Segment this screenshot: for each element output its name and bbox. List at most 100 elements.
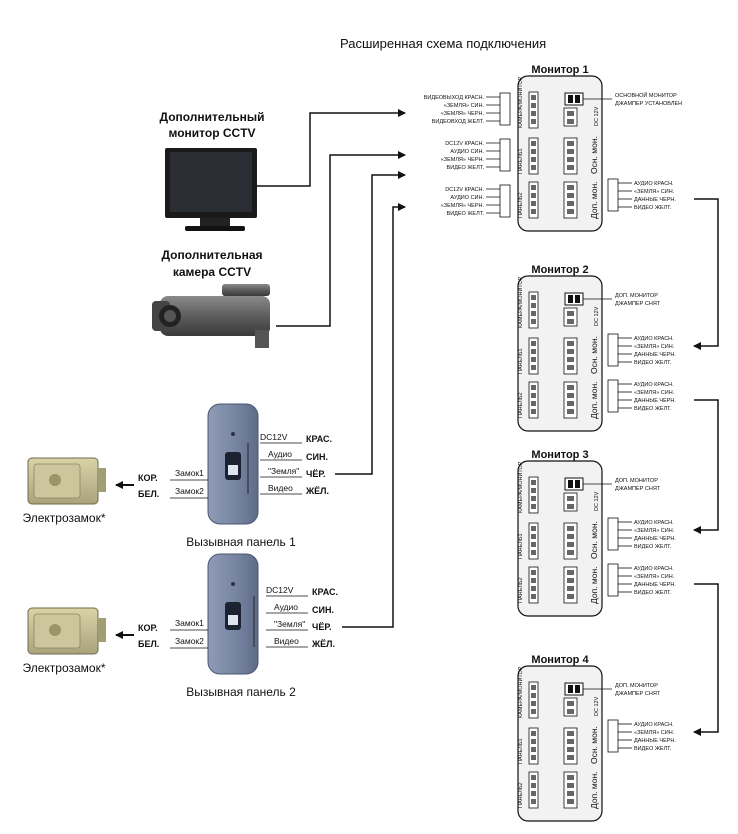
main-mon-label: Осн. мон. (589, 336, 599, 374)
extra-monitor-image (165, 148, 257, 231)
monitor1-inputs: ВИДЕОВЫХОД КРАСН. «ЗЕМЛЯ» СИН. «ЗЕМЛЯ» Ч… (424, 92, 511, 218)
lock-color-label: БЕЛ. (138, 639, 159, 649)
wire-labels-4: АУДИО КРАСН.«ЗЕМЛЯ» СИН.ДАННЫЕ ЧЕРН.ВИДЕ… (607, 517, 676, 551)
wire-label: АУДИО КРАСН. (634, 382, 674, 388)
panel-wire-label: "Земля" (274, 619, 305, 629)
panel-wire-color: КРАС. (312, 587, 338, 597)
board-label: ПАНЕЛЬ2 (518, 782, 524, 808)
panel-wire-label: DC12V (266, 585, 294, 595)
lock-color-label: КОР. (138, 473, 158, 483)
wire-label: «ЗЕМЛЯ» СИН. (634, 189, 675, 195)
extra-mon-label: Доп. мон. (589, 381, 599, 419)
jumper-label: ДЖАМПЕР СНЯТ (615, 691, 661, 697)
wire-labels-3: АУДИО КРАСН.«ЗЕМЛЯ» СИН.ДАННЫЕ ЧЕРН.ВИДЕ… (607, 379, 676, 413)
board-label: ПАНЕЛЬ1 (518, 738, 524, 764)
jumper-label: ОСНОВНОЙ МОНИТОР (615, 91, 677, 99)
monitor-1: Монитор 1 ОСНОВНОЙ МОНИТОР ДЖАМПЕР УСТАНОВ… (517, 64, 682, 232)
panel-caption: Вызывная панель 2 (186, 685, 296, 699)
board-label: КАМЕРА/МОНИТОР (518, 461, 524, 513)
board-label: ПАНЕЛЬ2 (518, 392, 524, 418)
panel-wire-color: ЖЁЛ. (305, 486, 329, 496)
dc12v-label: DC 12V (594, 696, 600, 716)
jumper-label: ДЖАМПЕР СНЯТ (615, 301, 661, 307)
jumper-label: ДЖАМПЕР СНЯТ (615, 486, 661, 492)
panel-wire-label: Видео (268, 483, 293, 493)
panel-wire-color: СИН. (312, 605, 334, 615)
wire-label: ВИДЕО ЖЕЛТ. (634, 205, 672, 211)
board-label: ПАНЕЛЬ2 (518, 192, 524, 218)
extra-camera-image (152, 284, 270, 348)
wire-label: «ЗЕМЛЯ» СИН. (634, 730, 675, 736)
jumper-label: ДЖАМПЕР УСТАНОВЛЕН (615, 101, 682, 107)
wire-label: АУДИО КРАСН. (634, 181, 674, 187)
panel-wire-color: ЧЁР. (306, 469, 326, 479)
panel-wire-label: DC12V (260, 432, 288, 442)
extra-mon-label: Доп. мон. (589, 566, 599, 604)
wire-label: «ЗЕМЛЯ» СИН. (634, 528, 675, 534)
wire-labels-5: АУДИО КРАСН.«ЗЕМЛЯ» СИН.ДАННЫЕ ЧЕРН.ВИДЕ… (607, 563, 676, 597)
wire-label: ДАННЫЕ ЧЕРН. (634, 582, 676, 588)
svg-text:ВИДЕОВЫХОД КРАСН.: ВИДЕОВЫХОД КРАСН. (424, 95, 485, 101)
extra-monitor-label-2: монитор CCTV (168, 126, 255, 140)
wire-label: ДАННЫЕ ЧЕРН. (634, 536, 676, 542)
wire-labels-6: АУДИО КРАСН.«ЗЕМЛЯ» СИН.ДАННЫЕ ЧЕРН.ВИДЕ… (607, 719, 676, 753)
wire-label: ВИДЕО ЖЕЛТ. (634, 360, 672, 366)
svg-text:ВИДЕОВХОД ЖЕЛТ.: ВИДЕОВХОД ЖЕЛТ. (432, 119, 485, 125)
main-mon-label: Осн. мон. (589, 136, 599, 174)
board-label: КАМЕРА/МОНИТОР (518, 276, 524, 328)
main-mon-label: Осн. мон. (589, 521, 599, 559)
board-label: ПАНЕЛЬ1 (518, 348, 524, 374)
svg-text:«ЗЕМЛЯ» ЧЕРН.: «ЗЕМЛЯ» ЧЕРН. (441, 203, 485, 209)
jumper-label: ДОП. МОНИТОР (615, 478, 658, 484)
wire-label: «ЗЕМЛЯ» СИН. (634, 574, 675, 580)
monitor-title: Монитор 2 (531, 264, 588, 276)
dc12v-label: DC 12V (594, 491, 600, 511)
lock-color-label: БЕЛ. (138, 489, 159, 499)
svg-text:«ЗЕМЛЯ» ЧЕРН.: «ЗЕМЛЯ» ЧЕРН. (441, 157, 485, 163)
dc12v-label: DC 12V (594, 106, 600, 126)
dc12v-label: DC 12V (594, 306, 600, 326)
svg-text:ВИДЕО ЖЕЛТ.: ВИДЕО ЖЕЛТ. (447, 211, 485, 217)
wire-label: «ЗЕМЛЯ» СИН. (634, 344, 675, 350)
wire-label: АУДИО КРАСН. (634, 336, 674, 342)
wire-labels-1: АУДИО КРАСН. «ЗЕМЛЯ» СИН. ДАННЫЕ ЧЕРН. ВИДЕ… (607, 178, 676, 212)
monitor-title: Монитор 1 (531, 64, 588, 76)
jumper-label: ДОП. МОНИТОР (615, 683, 658, 689)
extra-monitor-label-1: Дополнительный (160, 110, 265, 124)
extra-mon-label: Доп. мон. (589, 771, 599, 809)
svg-text:ВИДЕО ЖЕЛТ.: ВИДЕО ЖЕЛТ. (447, 165, 485, 171)
wire-labels-2: АУДИО КРАСН.«ЗЕМЛЯ» СИН.ДАННЫЕ ЧЕРН.ВИДЕ… (607, 333, 676, 367)
svg-text:«ЗЕМЛЯ» СИН.: «ЗЕМЛЯ» СИН. (444, 103, 485, 109)
extra-camera-label-2: камера CCTV (173, 265, 251, 279)
panel-wire-label: Аудио (268, 449, 292, 459)
lock-wire-label: Замок2 (175, 486, 204, 496)
lock-wire-label: Замок1 (175, 618, 204, 628)
monitor-title: Монитор 4 (531, 654, 589, 666)
monitor-title: Монитор 3 (531, 449, 588, 461)
svg-text:«ЗЕМЛЯ» ЧЕРН.: «ЗЕМЛЯ» ЧЕРН. (441, 111, 485, 117)
monitor-3: Монитор 3 ДОП. МОНИТОР ДЖАМПЕР СНЯТ КАМЕРА/… (517, 449, 661, 617)
wire-label: АУДИО КРАСН. (634, 566, 674, 572)
jumper-label: ДОП. МОНИТОР (615, 293, 658, 299)
lock-wire-label: Замок1 (175, 468, 204, 478)
electric-lock-image (27, 457, 106, 505)
svg-text:DC12V КРАСН.: DC12V КРАСН. (445, 141, 484, 147)
panel-wire-color: СИН. (306, 452, 328, 462)
electric-lock-image (27, 607, 106, 655)
board-label: ПАНЕЛЬ1 (518, 148, 524, 174)
lock-caption: Электрозамок* (22, 661, 105, 675)
diagram-title: Расширенная схема подключения (340, 36, 546, 51)
board-label: ПАНЕЛЬ1 (518, 533, 524, 559)
panel-wire-color: ЧЁР. (312, 622, 332, 632)
wire-label: ДАННЫЕ ЧЕРН. (634, 398, 676, 404)
panel-wire-label: "Земля" (268, 466, 299, 476)
board-label: ПАНЕЛЬ2 (518, 577, 524, 603)
wire-label: АУДИО КРАСН. (634, 520, 674, 526)
extra-mon-label: Доп. мон. (589, 181, 599, 219)
wire-label: ВИДЕО ЖЕЛТ. (634, 746, 672, 752)
wire-label: ДАННЫЕ ЧЕРН. (634, 197, 676, 203)
panel-caption: Вызывная панель 1 (186, 535, 296, 549)
